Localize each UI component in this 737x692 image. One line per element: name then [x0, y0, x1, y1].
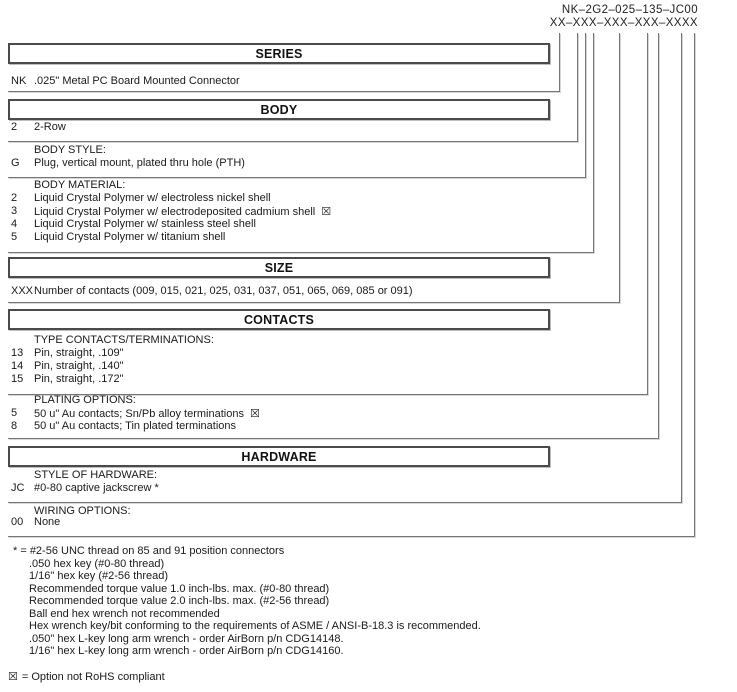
section-header-contacts: CONTACTS	[8, 309, 550, 330]
item-desc: Plug, vertical mount, plated thru hole (…	[34, 157, 245, 169]
item-desc: Pin, straight, .140"	[34, 360, 124, 372]
not-rohs-icon: ☒	[321, 205, 332, 218]
item-row: 15 Pin, straight, .172"	[0, 373, 737, 386]
section-header-hardware: HARDWARE	[8, 446, 550, 467]
footnote-line: .050 hex key (#0-80 thread)	[29, 557, 165, 570]
group-label-wiring: WIRING OPTIONS:	[34, 505, 131, 517]
footnote-line: Ball end hex wrench not recommended	[29, 607, 220, 620]
item-code: 8	[11, 420, 18, 432]
item-row: JC #0-80 captive jackscrew *	[0, 482, 737, 495]
connector-line-body-rows	[8, 33, 578, 142]
item-row: XXX Number of contacts (009, 015, 021, 0…	[0, 285, 737, 298]
item-desc: 2-Row	[34, 121, 66, 133]
footnote-lead: * = #2-56 UNC thread on 85 and 91 positi…	[13, 545, 285, 557]
connector-line-body-style	[8, 33, 586, 178]
item-desc: 50 u" Au contacts; Sn/Pb alloy terminati…	[34, 408, 244, 420]
connector-line-wiring	[8, 33, 695, 537]
item-desc: Liquid Crystal Polymer w/ electrodeposit…	[34, 206, 316, 218]
item-desc: Number of contacts (009, 015, 021, 025, …	[34, 285, 413, 297]
footnote-line: 1/16" hex L-key long arm wrench - order …	[29, 645, 344, 657]
item-row: 13 Pin, straight, .109"	[0, 347, 737, 360]
item-row: 14 Pin, straight, .140"	[0, 360, 737, 373]
item-row: NK .025" Metal PC Board Mounted Connecto…	[0, 75, 737, 88]
item-row: 2 Liquid Crystal Polymer w/ electroless …	[0, 192, 737, 205]
footnote-line: .050" hex L-key long arm wrench - order …	[29, 632, 344, 645]
part-number-example: NK–2G2–025–135–JC00	[561, 4, 698, 16]
item-desc: Pin, straight, .109"	[34, 347, 124, 359]
item-row: 8 50 u" Au contacts; Tin plated terminat…	[0, 420, 737, 433]
item-row: 4 Liquid Crystal Polymer w/ stainless st…	[0, 218, 737, 231]
item-desc: 50 u" Au contacts; Tin plated terminatio…	[34, 420, 237, 432]
group-label-body-style: BODY STYLE:	[34, 144, 106, 156]
group-label-hardware-style: STYLE OF HARDWARE:	[34, 469, 158, 481]
item-code: 5	[11, 231, 18, 243]
item-row: G Plug, vertical mount, plated thru hole…	[0, 157, 737, 170]
item-row: 00 None	[0, 516, 737, 529]
item-code: 00	[11, 516, 24, 528]
connector-line-contact-type	[8, 33, 648, 395]
connector-line-size	[8, 33, 620, 303]
group-label-contact-type: TYPE CONTACTS/TERMINATIONS:	[34, 334, 214, 346]
section-title: SIZE	[264, 260, 294, 275]
item-row: 3 Liquid Crystal Polymer w/ electrodepos…	[0, 205, 737, 218]
item-code: 2	[11, 192, 18, 204]
group-label-body-material: BODY MATERIAL:	[34, 179, 126, 191]
connector-line-body-material	[8, 33, 594, 253]
part-number-block: NK–2G2–025–135–JC00 XX–XXX–XXX–XXX–XXXX	[550, 4, 698, 30]
part-number-mask: XX–XXX–XXX–XXX–XXXX	[549, 17, 698, 29]
item-code: XXX	[11, 285, 34, 297]
section-title: CONTACTS	[243, 312, 315, 327]
footnote-line: Hex wrench key/bit conforming to the req…	[29, 620, 481, 632]
item-code: 14	[11, 360, 24, 372]
section-header-body: BODY	[8, 99, 550, 120]
connector-line-series	[8, 33, 560, 92]
item-desc: Liquid Crystal Polymer w/ electroless ni…	[34, 192, 271, 204]
footnote-line: Recommended torque value 1.0 inch-lbs. m…	[29, 582, 330, 595]
item-code: NK	[11, 75, 27, 87]
section-title: HARDWARE	[241, 449, 317, 464]
item-desc: #0-80 captive jackscrew *	[34, 482, 159, 494]
item-desc: Liquid Crystal Polymer w/ titanium shell	[34, 231, 226, 243]
section-title: SERIES	[255, 46, 303, 61]
item-code: 15	[11, 373, 24, 385]
section-title: BODY	[260, 102, 298, 117]
connector-line-hardware	[8, 33, 682, 503]
footnote-block: * = #2-56 UNC thread on 85 and 91 positi…	[13, 545, 481, 658]
item-desc: Liquid Crystal Polymer w/ stainless stee…	[34, 218, 256, 230]
item-row: 5 50 u" Au contacts; Sn/Pb alloy termina…	[0, 407, 737, 420]
rohs-legend: ☒= Option not RoHS compliant	[8, 670, 165, 684]
group-label-plating: PLATING OPTIONS:	[34, 394, 136, 406]
item-desc: .025" Metal PC Board Mounted Connector	[34, 75, 240, 87]
item-code: 13	[11, 347, 24, 359]
not-rohs-icon: ☒	[8, 670, 18, 683]
item-desc: Pin, straight, .172"	[34, 373, 124, 385]
item-code: 5	[11, 407, 18, 419]
item-code: 2	[11, 121, 18, 133]
connector-line-plating	[8, 33, 659, 439]
item-desc: None	[34, 516, 61, 528]
not-rohs-icon: ☒	[249, 407, 260, 420]
item-code: JC	[11, 482, 25, 494]
footnote-line: Recommended torque value 2.0 inch-lbs. m…	[29, 595, 330, 607]
section-header-size: SIZE	[8, 257, 550, 278]
item-code: 4	[11, 218, 18, 230]
item-row: 5 Liquid Crystal Polymer w/ titanium she…	[0, 231, 737, 244]
rohs-legend-text: = Option not RoHS compliant	[21, 671, 165, 683]
section-header-series: SERIES	[8, 43, 550, 64]
item-code: G	[11, 157, 20, 169]
item-row: 2 2-Row	[0, 121, 737, 134]
footnote-line: 1/16" hex key (#2-56 thread)	[29, 570, 169, 582]
item-code: 3	[11, 205, 18, 217]
